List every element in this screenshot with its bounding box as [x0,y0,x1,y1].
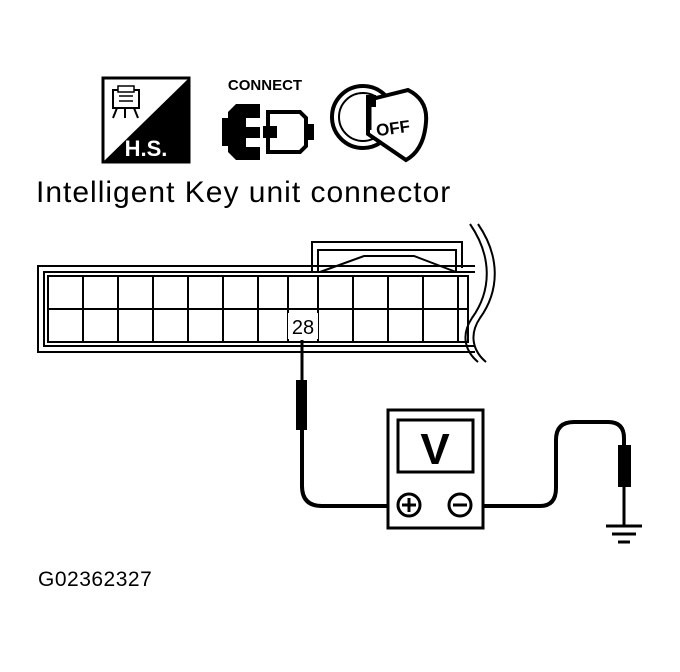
figure-code: G02362327 [38,568,153,591]
terminal-number: 28 [292,317,314,339]
voltmeter-label: V [420,425,450,474]
negative-lead [472,420,631,526]
connect-label: CONNECT [228,77,302,94]
hs-label: H.S. [125,136,168,161]
positive-probe [296,340,390,508]
terminal-28: 28 [288,313,318,339]
ground-symbol [606,524,642,544]
harness-connector-icon: H.S. [101,76,191,164]
connector-housing [37,223,496,363]
connect-icon: CONNECT [222,77,314,160]
connector-title: Intelligent Key unit connector [36,176,452,209]
ignition-off-icon: OFF [330,84,429,163]
voltmeter: V [386,408,485,530]
off-label: OFF [375,117,411,141]
